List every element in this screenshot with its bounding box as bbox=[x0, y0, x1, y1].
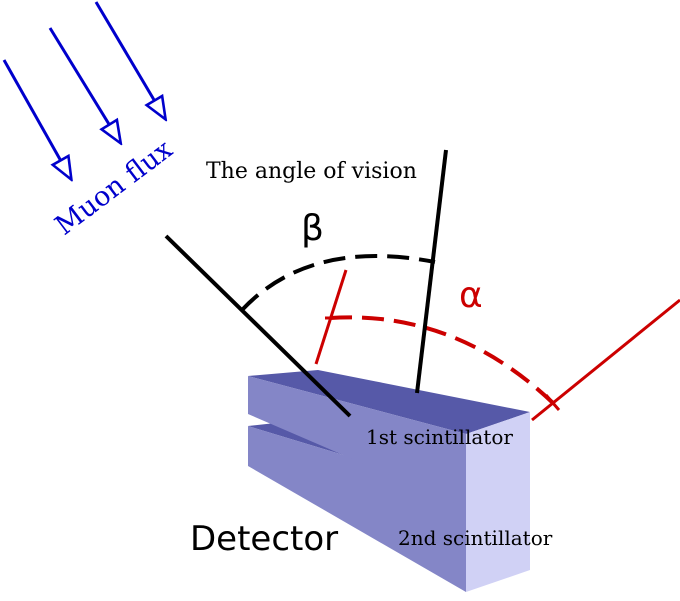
flux-arrow-1 bbox=[2, 59, 66, 170]
angle-of-vision-title: The angle of vision bbox=[206, 159, 417, 184]
first-scintillator-left bbox=[248, 376, 466, 508]
second-scintillator-left bbox=[248, 426, 466, 592]
alpha-right-line bbox=[531, 298, 680, 422]
alpha-arc bbox=[329, 315, 555, 405]
flux-arrow-3 bbox=[94, 1, 160, 110]
muon-flux-arrows bbox=[2, 1, 160, 170]
first-scintillator-front bbox=[466, 412, 530, 508]
beta-right-line bbox=[415, 149, 448, 394]
alpha-arc-right-tick bbox=[544, 394, 561, 411]
flux-arrow-2 bbox=[48, 27, 115, 134]
muon-flux-label: Muon flux bbox=[50, 134, 179, 242]
second-scintillator-label: 2nd scintillator bbox=[398, 526, 553, 550]
beta-symbol: β bbox=[301, 208, 324, 249]
beta-angle bbox=[164, 149, 448, 418]
second-scintillator-front bbox=[466, 480, 530, 592]
beta-left-line bbox=[164, 234, 352, 418]
first-scintillator-label: 1st scintillator bbox=[366, 425, 513, 449]
beta-arc bbox=[240, 254, 436, 312]
alpha-symbol: α bbox=[459, 275, 483, 316]
detector-label: Detector bbox=[190, 519, 338, 559]
alpha-angle bbox=[314, 269, 680, 422]
